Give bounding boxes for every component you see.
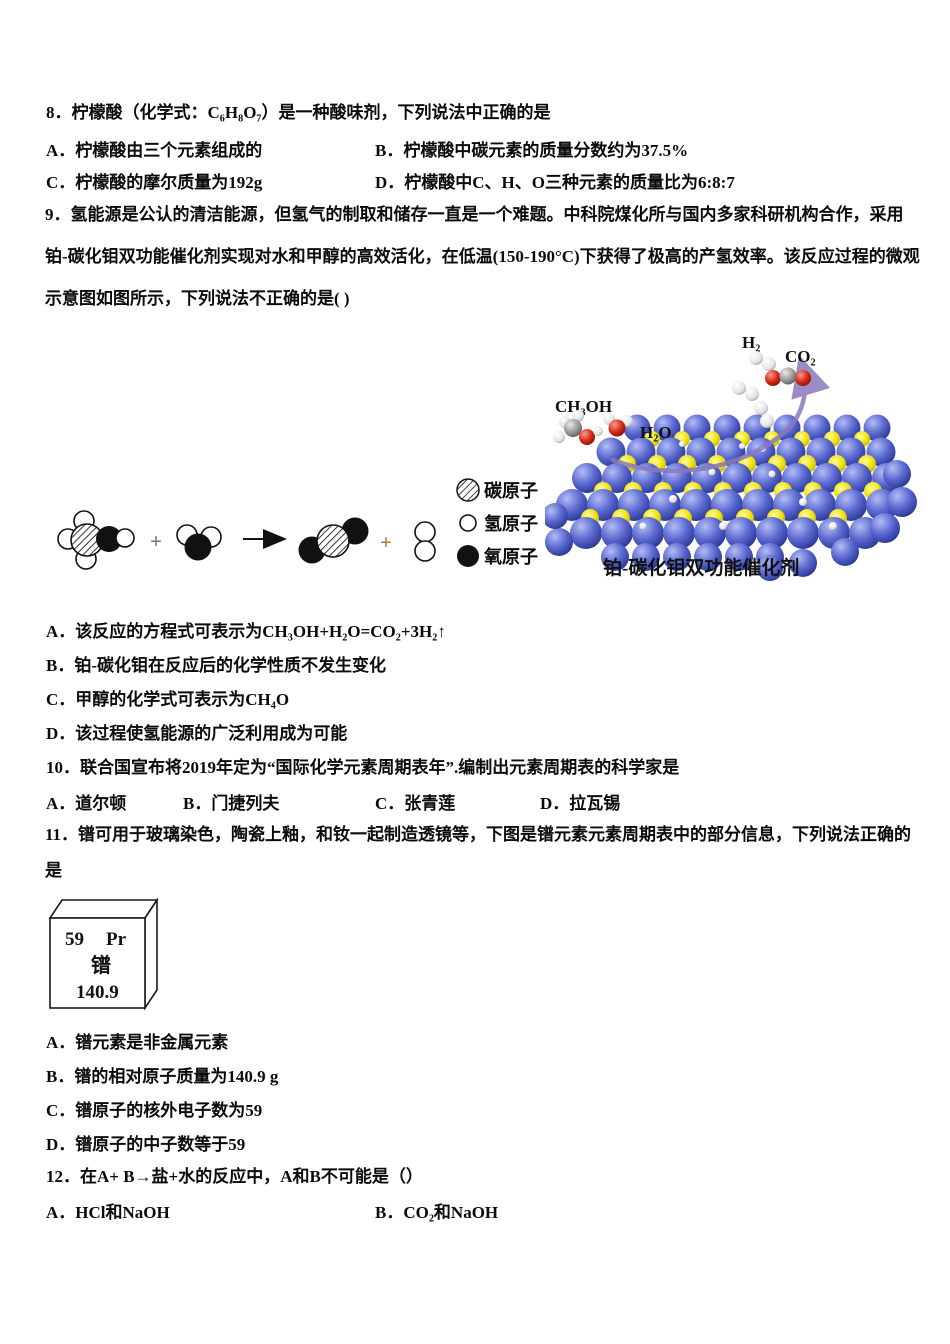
question-8-title: 8．柠檬酸（化学式：C₆H₈O₇）是一种酸味剂，下列说法中正确的是 (46, 103, 551, 122)
question-10-option-d: D．拉瓦锡 (540, 794, 621, 813)
question-9-option-a: A．该反应的方程式可表示为CH₃OH+H₂O=CO₂+3H₂↑ (46, 622, 446, 641)
reaction-scheme-diagram: + + (57, 510, 436, 570)
catalyst-slab (545, 414, 917, 581)
question-11-option-b: B．镨的相对原子质量为140.9 g (46, 1067, 279, 1086)
carbon-atom-icon (456, 478, 480, 502)
question-9-line2: 铂-碳化钼双功能催化剂实现对水和甲醇的高效活化，在低温(150-190°C)下获… (45, 247, 920, 266)
question-9-option-b: B．铂-碳化钼在反应后的化学性质不发生变化 (46, 656, 386, 675)
question-9-line3: 示意图如图所示，下列说法不正确的是( ) (45, 289, 350, 308)
question-11-option-a: A．镨元素是非金属元素 (46, 1033, 229, 1052)
box-top-face (48, 899, 159, 919)
legend-label: 氧原子 (484, 547, 538, 567)
h2o-label: H₂O (640, 423, 672, 442)
h2-label: H₂ (742, 333, 760, 352)
question-8-option-d: D．柠檬酸中C、H、O三种元素的质量比为6:8:7 (375, 173, 735, 192)
hydrogen-atom-icon (115, 528, 135, 548)
plus-sign: + (150, 529, 162, 553)
hydrogen-molecule-icon (732, 381, 759, 401)
oxygen-atom-icon (457, 545, 479, 567)
atomic-number: 59 (65, 929, 84, 950)
question-10-option-a: A．道尔顿 (46, 794, 127, 813)
question-9-option-c: C．甲醇的化学式可表示为CH₄O (46, 690, 290, 709)
atomic-mass: 140.9 (76, 982, 119, 1003)
carbon-dioxide-molecule-icon (765, 367, 811, 386)
carbon-atom-icon (316, 524, 350, 558)
legend-item-carbon: 碳原子 (455, 478, 538, 502)
hydrogen-atom-icon (414, 540, 436, 562)
element-name: 镨 (91, 953, 111, 977)
question-12-option-a: A．HCl和NaOH (46, 1203, 170, 1222)
element-cell-pr: 59 Pr 镨 140.9 (48, 897, 159, 1011)
question-11-line1: 11．镨可用于玻璃染色，陶瓷上釉，和钕一起制造透镜等，下图是镨元素元素周期表中的… (45, 825, 912, 844)
hydrogen-molecule-icon (749, 351, 776, 371)
legend-label: 氢原子 (484, 514, 538, 534)
co2-label: CO₂ (785, 347, 816, 366)
question-9-option-d: D．该过程使氢能源的广泛利用成为可能 (46, 724, 348, 743)
legend-item-hydrogen: 氢原子 (455, 511, 538, 535)
question-8-option-a: A．柠檬酸由三个元素组成的 (46, 141, 263, 160)
question-11-line2: 是 (45, 861, 62, 880)
question-9-line1: 9．氢能源是公认的清洁能源，但氢气的制取和储存一直是一个难题。中科院煤化所与国内… (45, 205, 904, 224)
hydrogen-molecule-icon (754, 401, 774, 428)
element-symbol: Pr (106, 929, 127, 950)
question-12-option-b: B．CO₂和NaOH (375, 1203, 499, 1222)
catalyst-caption: 铂-碳化钼双功能催化剂 (603, 556, 799, 579)
legend: 碳原子 氢原子 氧原子 (455, 478, 538, 568)
legend-item-oxygen: 氧原子 (455, 544, 538, 568)
oxygen-atom-icon (184, 533, 212, 561)
hydrogen-atom-icon (414, 521, 436, 543)
methanol-molecule-icon (553, 410, 603, 445)
carbon-dioxide-molecule-icon (298, 517, 369, 564)
question-10-title: 10．联合国宣布将2019年定为“国际化学元素周期表年”.编制出元素周期表的科学… (46, 758, 680, 777)
box-right-face (144, 897, 158, 1011)
ch3oh-label: CH₃OH (555, 397, 612, 416)
hydrogen-atom-icon (459, 514, 477, 532)
question-10-option-b: B．门捷列夫 (183, 794, 280, 813)
plus-sign: + (380, 530, 392, 554)
reaction-path-arrow-icon (610, 355, 831, 474)
question-12-title: 12．在A+ B→盐+水的反应中，A和B不可能是（） (46, 1167, 423, 1186)
catalyst-illustration: CH₃OH H₂O H₂ CO₂ (545, 333, 917, 581)
question-8-option-b: B．柠檬酸中碳元素的质量分数约为37.5% (375, 141, 689, 160)
question-8-option-c: C．柠檬酸的摩尔质量为192g (46, 173, 263, 192)
question-10-option-c: C．张青莲 (375, 794, 456, 813)
water-molecule-icon (176, 524, 222, 561)
hydrogen-molecule-icon (414, 521, 436, 562)
question-11-option-d: D．镨原子的中子数等于59 (46, 1135, 246, 1154)
legend-label: 碳原子 (484, 481, 538, 501)
water-molecule-icon (603, 413, 633, 437)
question-11-option-c: C．镨原子的核外电子数为59 (46, 1101, 263, 1120)
box-front-face (49, 917, 146, 1009)
methanol-molecule-icon (57, 510, 135, 570)
oxygen-atom-icon (96, 526, 122, 552)
